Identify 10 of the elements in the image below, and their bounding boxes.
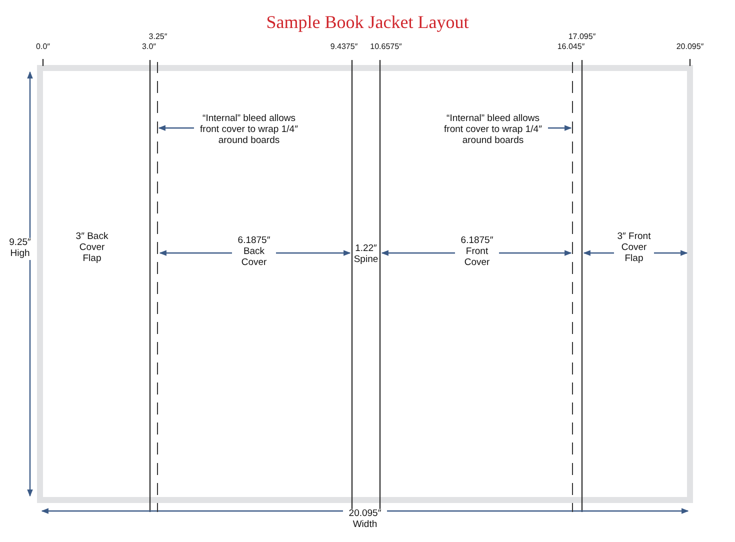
- dimension-value: 3.25″: [146, 32, 170, 42]
- callout-text: “Internal” bleed allows front cover to wrap 1/4″ around boards: [196, 114, 302, 147]
- callout-text: “Internal” bleed allows front cover to wrap 1/4″ around boards: [440, 114, 546, 147]
- title: Sample Book Jacket Layout: [265, 12, 470, 33]
- bleed-line: [157, 62, 158, 512]
- bleed-line: [572, 62, 573, 512]
- leader-line: [158, 125, 194, 131]
- dimension-label: 3″ Front Cover Flap: [614, 232, 654, 265]
- leader-line: [548, 125, 572, 131]
- dimension-label: 1.22″ Spine: [353, 244, 379, 266]
